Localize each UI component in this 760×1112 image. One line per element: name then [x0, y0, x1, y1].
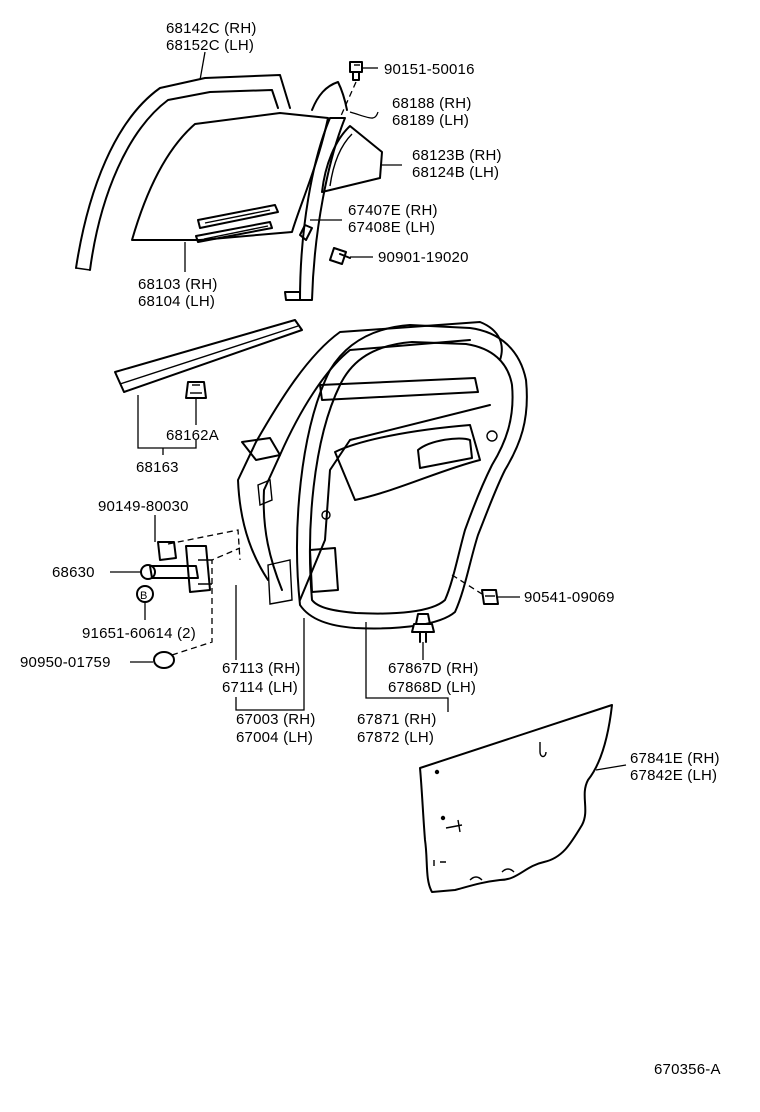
door-trim-panel — [419, 704, 613, 893]
label-68142c: 68142C (RH) — [166, 20, 257, 37]
label-67113: 67113 (RH) — [222, 660, 300, 677]
door-check — [140, 541, 212, 593]
label-68103: 68103 (RH) — [138, 276, 218, 293]
label-67842e: 67842E (LH) — [630, 767, 717, 784]
screw-90901 — [329, 247, 351, 265]
bolt-b-marker: B — [136, 585, 154, 603]
label-90151: 90151-50016 — [384, 61, 475, 78]
label-68630: 68630 — [52, 564, 95, 581]
label-67872: 67872 (LH) — [357, 729, 434, 746]
plug-90541 — [481, 589, 499, 605]
weatherstrip-clip — [411, 613, 435, 643]
label-68163: 68163 — [136, 459, 179, 476]
bracket-68163 — [137, 395, 197, 455]
door-shell — [237, 321, 503, 605]
dash-90151 — [339, 81, 357, 119]
label-67871: 67871 (RH) — [357, 711, 437, 728]
label-90541: 90541-09069 — [524, 589, 615, 606]
label-91651: 91651-60614 (2) — [82, 625, 196, 642]
door-glass — [131, 112, 329, 243]
dash-90541 — [451, 574, 483, 595]
dash-90950 — [171, 547, 241, 656]
label-67407e: 67407E (RH) — [348, 202, 438, 219]
label-67868d: 67868D (LH) — [388, 679, 476, 696]
label-68162a: 68162A — [166, 427, 219, 444]
leader-67871 — [365, 622, 449, 712]
bracket-67003 — [235, 618, 305, 711]
bolt-90151 — [349, 61, 363, 81]
label-67841e: 67841E (RH) — [630, 750, 720, 767]
label-67867d: 67867D (RH) — [388, 660, 479, 677]
bolt-b-letter: B — [140, 590, 148, 602]
label-67003: 67003 (RH) — [236, 711, 316, 728]
label-68188: 68188 (RH) — [392, 95, 472, 112]
label-68152c: 68152C (LH) — [166, 37, 254, 54]
cap-90950 — [153, 651, 175, 669]
dash-90149 — [167, 529, 241, 561]
label-90950: 90950-01759 — [20, 654, 111, 671]
quarter-glass — [321, 125, 383, 193]
moulding-clip — [185, 381, 207, 399]
label-67114: 67114 (LH) — [222, 679, 298, 696]
division-bar — [284, 81, 348, 301]
label-67004: 67004 (LH) — [236, 729, 313, 746]
weatherstrip — [296, 324, 528, 630]
label-68123b: 68123B (RH) — [412, 147, 502, 164]
leader-67841e — [595, 764, 627, 771]
label-68124b: 68124B (LH) — [412, 164, 499, 181]
leader-68142c — [199, 51, 206, 81]
label-68104: 68104 (LH) — [138, 293, 215, 310]
leader-68188 — [349, 111, 379, 119]
label-68189: 68189 (LH) — [392, 112, 469, 129]
diagram-code: 670356-A — [654, 1061, 721, 1078]
label-90149: 90149-80030 — [98, 498, 189, 515]
belt-moulding — [114, 319, 303, 393]
label-67408e: 67408E (LH) — [348, 219, 435, 236]
window-run-channel — [75, 74, 291, 271]
label-90901: 90901-19020 — [378, 249, 469, 266]
